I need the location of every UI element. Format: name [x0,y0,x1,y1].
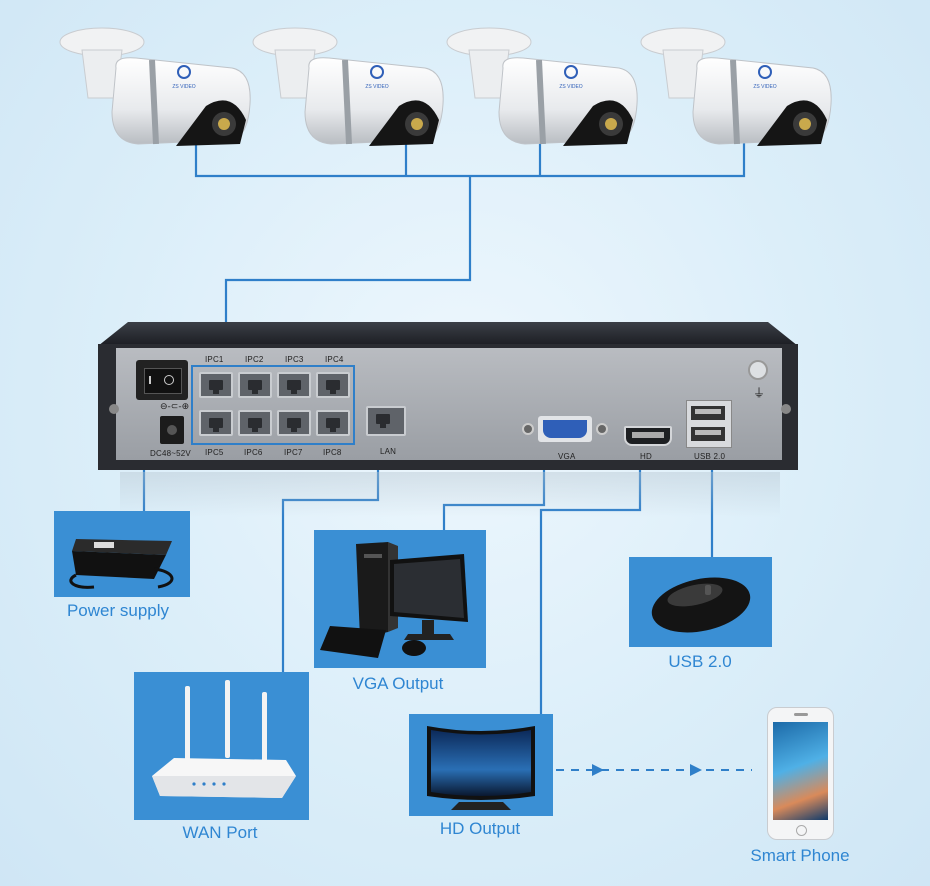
lan-port[interactable] [366,406,406,436]
poe-port-ipc1[interactable] [199,372,233,398]
usb-ports[interactable] [686,400,732,448]
phone-screen [773,722,828,820]
power-adapter-icon [69,539,174,589]
dc-polarity-icon: ⊖-⊂-⊕ [160,402,190,412]
hd-label: HD [640,452,652,461]
wan-port-panel [134,672,309,820]
wan-port-caption: WAN Port [182,823,258,842]
router-icon [152,680,296,798]
ipc5-label: IPC5 [205,448,224,457]
ip-camera: ZS VIDEO [443,20,643,150]
dc-input-jack[interactable] [160,416,184,444]
ground-screw [748,360,768,380]
poe-port-ipc8[interactable] [316,410,350,436]
ipc1-label: IPC1 [205,355,224,364]
power-switch[interactable] [136,360,188,400]
camera-brand-label: ZS VIDEO [365,84,388,90]
power-supply-panel [54,511,190,597]
mouse-icon [651,577,751,633]
ipc6-label: IPC6 [244,448,263,457]
nvr-recorder: ⊖-⊂-⊕ DC48~52V IPC1 IPC2 IPC3 IPC4 IPC5 … [98,322,798,472]
hd-wire [539,458,642,714]
smart-phone-caption: Smart Phone [750,846,850,865]
camera-brand-label: ZS VIDEO [172,84,195,90]
curved-tv-icon [427,726,535,810]
vga-output-panel [314,530,486,668]
smart-phone [767,707,834,840]
ip-camera: ZS VIDEO [637,20,837,150]
hd-output-caption: HD Output [439,819,521,838]
usb-caption: USB 2.0 [668,652,732,671]
ipc8-label: IPC8 [323,448,342,457]
hd-output-panel [409,714,553,816]
camera-trunk-wire [224,176,472,362]
camera-brand-label: ZS VIDEO [753,84,776,90]
camera-brand-label: ZS VIDEO [559,84,582,90]
power-supply-caption: Power supply [66,601,170,620]
ipc4-label: IPC4 [325,355,344,364]
poe-port-ipc5[interactable] [199,410,233,436]
lan-label: LAN [380,447,397,456]
vga-label: VGA [558,452,576,461]
poe-port-ipc2[interactable] [238,372,272,398]
arrow-icon [690,764,702,776]
vga-output-caption: VGA Output [352,674,444,693]
dc-label: DC48~52V [150,449,191,458]
ip-camera: ZS VIDEO [56,20,256,150]
poe-port-ipc7[interactable] [277,410,311,436]
nvr-reflection [120,472,780,517]
desktop-pc-icon [320,542,468,658]
poe-port-ipc4[interactable] [316,372,350,398]
usb-panel [629,557,772,647]
hdmi-port[interactable] [624,426,672,446]
ground-icon: ⏚ [753,386,766,400]
ipc7-label: IPC7 [284,448,303,457]
ipc2-label: IPC2 [245,355,264,364]
vga-port[interactable] [522,416,608,442]
poe-port-ipc6[interactable] [238,410,272,436]
poe-port-group [191,365,355,445]
ip-camera: ZS VIDEO [249,20,449,150]
arrow-icon [592,764,604,776]
lan-wire [281,458,380,672]
ipc3-label: IPC3 [285,355,304,364]
usb-label: USB 2.0 [694,452,726,461]
poe-port-ipc3[interactable] [277,372,311,398]
vga-wire [442,460,546,530]
